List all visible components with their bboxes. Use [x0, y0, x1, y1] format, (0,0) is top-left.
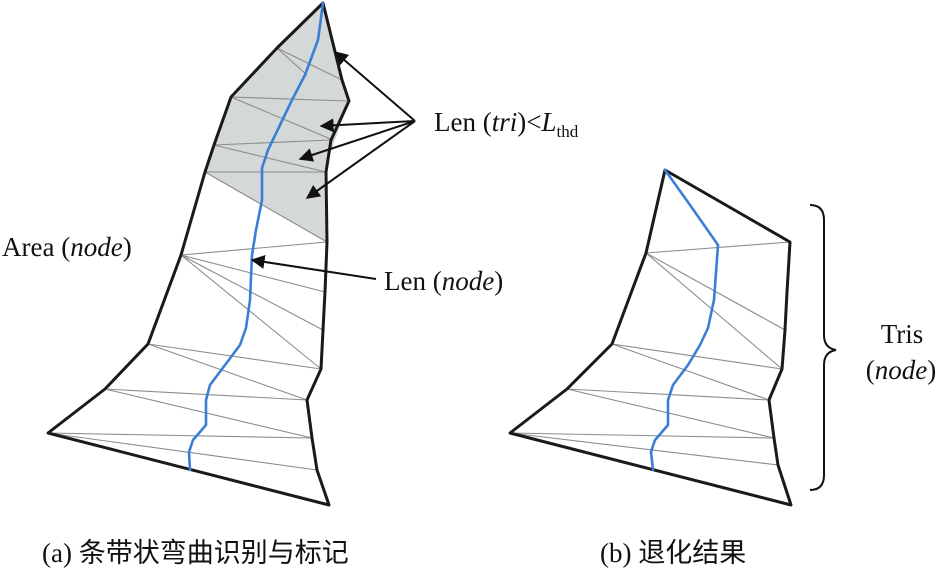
arrow-to-node-length — [250, 254, 377, 280]
arrow-to-top-tri — [333, 51, 416, 122]
arrow-to-fourth-tri — [305, 120, 416, 199]
highlighted-region — [205, 3, 349, 242]
mesh-b — [509, 241, 791, 466]
panel-b — [508, 168, 837, 507]
tris-label: Tris — [881, 319, 924, 349]
tris-node-label: (node) — [866, 355, 936, 385]
skeleton-line-b — [649, 168, 720, 472]
len-node-label: Len (node) — [384, 266, 503, 296]
caption-a: (a) 条带状弯曲识别与标记 — [42, 538, 349, 568]
caption-b: (b) 退化结果 — [600, 538, 746, 568]
right-brace — [809, 204, 837, 491]
arrow-to-second-tri — [319, 118, 416, 133]
area-node-label: Area (node) — [2, 232, 132, 262]
arrow-to-third-tri — [298, 120, 416, 162]
len-tri-arrows — [298, 51, 416, 199]
panel-a — [46, 1, 351, 507]
mesh-a — [47, 47, 348, 471]
len-tri-label: Len (tri)<Lthd — [434, 107, 579, 141]
polygon-outline-a — [46, 1, 351, 507]
polygon-outline-b — [508, 168, 793, 507]
skeleton-line-a — [187, 1, 325, 472]
